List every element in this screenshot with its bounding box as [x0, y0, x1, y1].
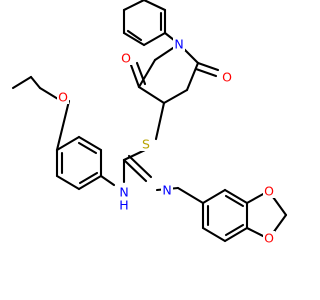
atom-label: O: [58, 90, 68, 105]
oxygen-atom: O: [57, 90, 69, 105]
atom-label: N: [174, 37, 183, 52]
bond: [122, 148, 147, 162]
bond: [99, 174, 116, 187]
bond: [77, 174, 103, 191]
bond: [55, 99, 71, 152]
bond: [271, 213, 288, 235]
bond: [29, 75, 42, 90]
bond: [194, 67, 218, 78]
bond: [55, 135, 81, 152]
bond: [142, 0, 167, 12]
bond: [122, 31, 146, 47]
atom-label: O: [222, 70, 232, 85]
atom-label-layer: O O N S O N H N O: [57, 37, 275, 246]
bond: [154, 101, 166, 141]
bond: [135, 61, 147, 86]
atom-background: [140, 137, 152, 151]
bond: [223, 188, 249, 205]
bond: [201, 188, 227, 205]
sulfur-atom: S: [140, 137, 152, 152]
bond: [122, 158, 148, 183]
bond: [245, 191, 267, 205]
bond: [38, 86, 60, 101]
oxygen-atom: O: [263, 231, 275, 246]
nitrogen-atom: N: [161, 183, 173, 198]
atom-background: [116, 185, 132, 207]
atom-label: O: [264, 184, 274, 199]
atom-background: [263, 231, 275, 245]
bond: [224, 223, 245, 237]
atom-background: [120, 51, 132, 65]
atom-label: O: [264, 231, 274, 246]
atom-background: [57, 90, 69, 104]
atom-label: O: [121, 51, 131, 66]
hydrogen-label: H: [119, 198, 128, 213]
atom-label: N: [162, 183, 171, 198]
atom-background: [173, 37, 185, 51]
atom-background: [221, 70, 233, 84]
bond: [245, 226, 267, 239]
bond: [223, 226, 249, 243]
bond: [127, 154, 153, 179]
molecule-structure-diagram: O O N S O N H N O: [11, 0, 288, 246]
bond-layer: [11, 0, 288, 243]
bond: [271, 195, 288, 217]
oxygen-atom: O: [263, 184, 275, 199]
bond: [77, 141, 98, 155]
bond: [129, 63, 141, 89]
bond: [224, 194, 245, 208]
bond: [11, 75, 33, 90]
bond: [55, 174, 81, 191]
bond: [126, 29, 143, 42]
bond: [77, 135, 103, 152]
bond: [78, 171, 99, 185]
atom-label: N: [119, 185, 128, 200]
bond: [201, 226, 227, 243]
atom-label: S: [142, 137, 150, 152]
bond: [196, 61, 220, 72]
oxygen-atom: O: [120, 51, 132, 66]
nh-group: N H: [116, 185, 132, 213]
oxygen-atom: O: [221, 70, 233, 85]
bond: [162, 88, 189, 105]
nitrogen-atom: N: [173, 37, 185, 52]
atom-background: [263, 184, 275, 198]
atom-background: [161, 183, 173, 197]
bond: [176, 186, 205, 205]
bond: [185, 61, 200, 92]
bond: [137, 85, 166, 105]
bond: [122, 0, 146, 12]
bond: [137, 58, 157, 89]
bond: [142, 31, 167, 47]
